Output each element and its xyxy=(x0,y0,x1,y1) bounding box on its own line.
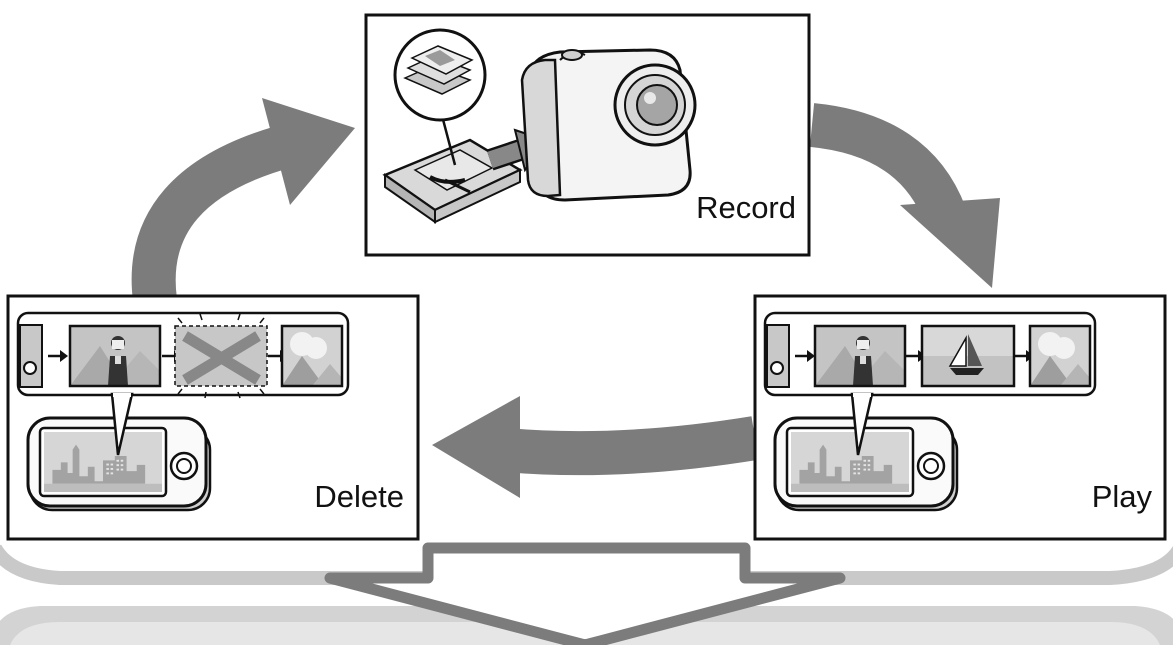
city-photo-icon xyxy=(791,432,909,492)
city-photo-icon xyxy=(44,432,162,492)
arrow-play-to-delete xyxy=(432,396,759,498)
boat-photo-icon xyxy=(920,324,1016,388)
woman-photo-icon xyxy=(813,324,907,388)
record-label: Record xyxy=(696,190,796,225)
record-panel: Record xyxy=(364,13,811,257)
camera-icon xyxy=(520,48,697,202)
arrow-delete-to-record xyxy=(131,98,355,303)
arrow-record-to-play xyxy=(809,103,1000,288)
deleted-photo-icon xyxy=(174,313,268,399)
mountain-photo-icon xyxy=(280,324,344,388)
delete-label: Delete xyxy=(314,479,404,514)
woman-photo-icon xyxy=(68,324,162,388)
play-label: Play xyxy=(1092,479,1153,514)
mountain-photo-icon xyxy=(1028,324,1092,388)
memory-card-icon xyxy=(382,138,523,224)
handheld-viewer-icon xyxy=(773,392,959,512)
down-arrow-outline xyxy=(324,542,846,645)
photo-strip-icon xyxy=(16,311,350,399)
photo-strip-icon xyxy=(763,311,1097,397)
play-panel: Play xyxy=(753,294,1167,541)
handheld-viewer-icon xyxy=(26,392,212,512)
delete-panel: Delete xyxy=(6,294,420,541)
photo-stack-icon xyxy=(393,28,487,166)
